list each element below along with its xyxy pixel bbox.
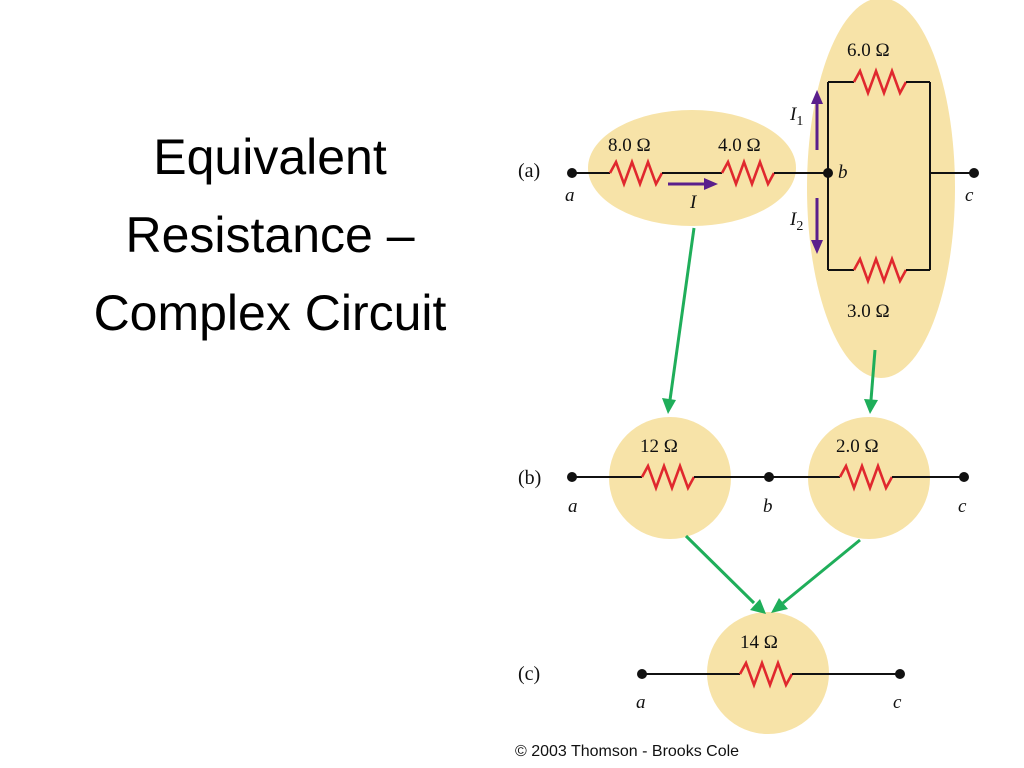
- current-I-label: I: [689, 192, 698, 213]
- resistor-6ohm: [852, 67, 908, 97]
- b-node-a-label: a: [568, 496, 578, 517]
- c-14ohm-highlight: [707, 612, 829, 734]
- reduce-arrow-parallel: [869, 349, 877, 401]
- c-resistor-14ohm: [738, 659, 794, 689]
- b-label-12ohm: 12 Ω: [640, 436, 678, 457]
- slide-title: Equivalent Resistance – Complex Circuit: [20, 118, 520, 352]
- c-node-a-label: a: [636, 692, 646, 713]
- parallel-group-highlight: [807, 0, 955, 378]
- label-6ohm: 6.0 Ω: [847, 40, 890, 61]
- panel-c-tag: (c): [518, 663, 540, 685]
- b-node-c-dot: [959, 472, 969, 482]
- b-node-b-label: b: [763, 496, 773, 517]
- current-I1-arrowhead: [811, 90, 823, 104]
- b-2ohm-highlight: [808, 417, 930, 539]
- node-c-dot: [969, 168, 979, 178]
- title-line-3: Complex Circuit: [93, 285, 447, 341]
- c-label-14ohm: 14 Ω: [740, 632, 778, 653]
- b-node-c-label: c: [958, 496, 967, 517]
- copyright-notice: © 2003 Thomson - Brooks Cole: [515, 743, 740, 760]
- resistor-4ohm: [720, 158, 776, 188]
- node-c-label: c: [965, 185, 974, 206]
- b-resistor-2ohm: [838, 462, 894, 492]
- panel-a-tag: (a): [518, 160, 540, 182]
- reduce-arrow-b-right-head: [771, 598, 788, 613]
- reduce-arrow-b-left-head: [750, 599, 766, 614]
- resistor-8ohm: [608, 158, 664, 188]
- current-I1-label: I1: [789, 104, 803, 129]
- label-4ohm: 4.0 Ω: [718, 135, 761, 156]
- b-12ohm-highlight: [609, 417, 731, 539]
- node-a-label: a: [565, 185, 575, 206]
- title-line-2: Resistance –: [125, 207, 415, 263]
- current-I2-arrowhead: [811, 240, 823, 254]
- reduce-arrow-series: [668, 227, 696, 401]
- label-3ohm: 3.0 Ω: [847, 301, 890, 322]
- b-resistor-12ohm: [640, 462, 696, 492]
- b-node-b-dot: [764, 472, 774, 482]
- panel-b-tag: (b): [518, 467, 541, 489]
- reduce-arrow-parallel-head: [864, 399, 878, 414]
- reduce-arrow-series-head: [662, 398, 676, 414]
- current-I-arrowhead: [704, 178, 718, 190]
- label-8ohm: 8.0 Ω: [608, 135, 651, 156]
- c-node-c-dot: [895, 669, 905, 679]
- b-label-2ohm: 2.0 Ω: [836, 436, 879, 457]
- resistor-3ohm: [852, 255, 908, 285]
- c-node-c-label: c: [893, 692, 902, 713]
- series-group-highlight: [588, 110, 796, 226]
- reduce-arrow-b-right: [782, 538, 861, 605]
- reduce-arrow-b-left: [684, 534, 756, 605]
- title-line-1: Equivalent: [153, 129, 387, 185]
- current-I2-label: I2: [789, 209, 803, 234]
- node-b-label: b: [838, 162, 848, 183]
